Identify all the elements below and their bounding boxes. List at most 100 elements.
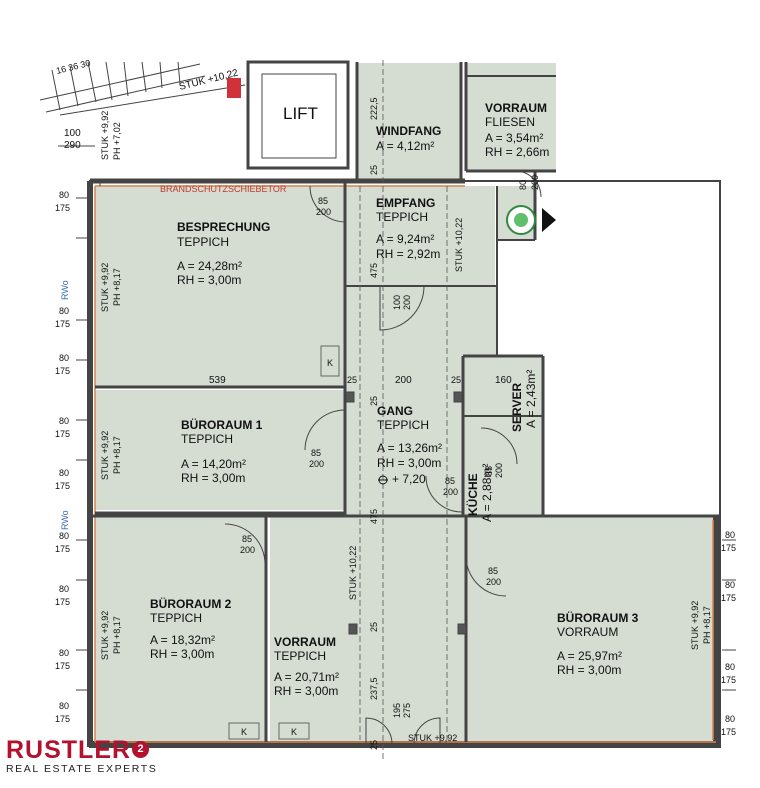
win-80-4: 80 [59,416,69,426]
empfang-name: EMPFANG [376,196,435,210]
bueroraum3-height: RH = 3,00m [557,663,621,677]
bueroraum1-name: BÜRORAUM 1 [181,417,263,432]
vorraum-top-area: A = 3,54m² [485,131,543,145]
win-175-5: 175 [55,481,70,491]
win-80-r2: 80 [725,580,735,590]
dim-25-b: 25 [451,375,461,385]
win-175-r3: 175 [721,675,736,685]
win-175-2: 175 [55,319,70,329]
win-80-r1: 80 [725,530,735,540]
door-85-d: 85 [242,534,252,544]
win-175-1: 175 [55,203,70,213]
door-100-b: 100 [392,295,402,310]
dim-475-b: 475 [369,509,379,524]
stair-dim-a: 100 [64,128,81,139]
rwo-label-2: RWo [60,510,70,530]
win-80-3: 80 [59,353,69,363]
lift-shaft [227,60,350,170]
vorraum-bottom-floor: TEPPICH [274,649,326,663]
bueroraum1-area: A = 14,20m² [181,457,246,471]
room-labels: BESPRECHUNG TEPPICH A = 24,28m² RH = 3,0… [150,101,639,698]
stuk-left-3: STUK +9,92 [100,611,110,660]
ph-left-1: PH +8,17 [112,268,122,306]
bueroraum3-area: A = 25,97m² [557,649,622,663]
vorraum-top-floor: FLIESEN [485,115,535,129]
dim-25-e: 25 [369,165,379,175]
dim-160: 160 [495,375,512,386]
door-200-c: 200 [309,459,324,469]
axis-lines [359,60,448,760]
bueroraum3-floor: VORRAUM [557,625,618,639]
stuk-vorraum: STUK +10,22 [348,546,358,600]
dim-25-d: 25 [369,622,379,632]
ph-left-3: PH +8,17 [112,616,122,654]
door-200-e: 200 [486,577,501,587]
door-85-g: 85 [484,466,494,476]
empfang-floor: TEPPICH [376,210,428,224]
besprechung-name: BESPRECHUNG [177,220,270,234]
besprechung-area: A = 24,28m² [177,259,242,273]
dim-195: 195 [392,703,402,718]
door-200-b: 200 [402,295,412,310]
door-85-e: 85 [488,566,498,576]
vorraum-bottom-height: RH = 3,00m [274,684,338,698]
dim-2225: 222,5 [369,97,379,120]
empfang-height: RH = 2,92m [376,247,440,261]
k-boxes [228,345,340,740]
logo-wordmark: RUSTLER [6,736,132,764]
win-175-r1: 175 [721,543,736,553]
exit-sign-icon [506,205,556,235]
stair-steps-label: 16 36 30 [55,58,91,76]
win-175-9: 175 [55,714,70,724]
dim-25-c: 25 [369,396,379,406]
win-175-6: 175 [55,544,70,554]
stair-dim-b: 290 [64,140,81,151]
doors [224,170,542,745]
kueche-name: KÜCHE [465,473,480,516]
win-80-r3: 80 [725,662,735,672]
lift-label: LIFT [283,104,318,123]
win-175-4: 175 [55,429,70,439]
stuk-left-2: STUK +9,92 [100,431,110,480]
win-175-8: 175 [55,661,70,671]
gang-level: + 7,20 [392,472,426,486]
dim-25-a: 25 [347,375,357,385]
bueroraum3-name: BÜRORAUM 3 [557,610,639,625]
room-fills [95,63,716,742]
k-label-3: K [291,727,297,737]
dim-475-a: 475 [369,263,379,278]
door-200-h: 200 [530,175,540,190]
door-200-g: 200 [494,463,504,478]
windows-left [76,197,736,691]
besprechung-floor: TEPPICH [177,235,229,249]
k-label-1: K [327,358,333,368]
door-85-a: 85 [318,196,328,206]
ph-left-top-label: PH +7,02 [112,122,122,160]
bueroraum2-height: RH = 3,00m [150,647,214,661]
vorraum-bottom-name: VORRAUM [274,635,336,649]
door-200-d: 200 [240,545,255,555]
win-80-r4: 80 [725,714,735,724]
dim-25-f: 25 [369,740,379,750]
staircase [39,61,246,147]
stuk-left-top-label: STUK +9,92 [100,111,110,160]
stuk-right: STUK +9,92 [690,601,700,650]
logo-tagline: REAL ESTATE EXPERTS [6,763,158,775]
besprechung-height: RH = 3,00m [177,273,241,287]
windfang-name: WINDFANG [376,124,441,138]
win-175-3: 175 [55,366,70,376]
door-200-f: 200 [443,487,458,497]
gang-height: RH = 3,00m [377,456,441,470]
door-85-c: 85 [311,448,321,458]
empfang-area: A = 9,24m² [376,232,434,246]
k-label-2: K [241,727,247,737]
door-85-f: 85 [445,476,455,486]
server-area: A = 2,43m² [524,370,538,428]
bueroraum2-name: BÜRORAUM 2 [150,596,232,611]
ph-right: PH +8,17 [702,606,712,644]
gang-name: GANG [377,404,413,418]
stuk-bottom: STUK +9,92 [408,733,457,743]
logo-badge: 2 [132,740,150,758]
